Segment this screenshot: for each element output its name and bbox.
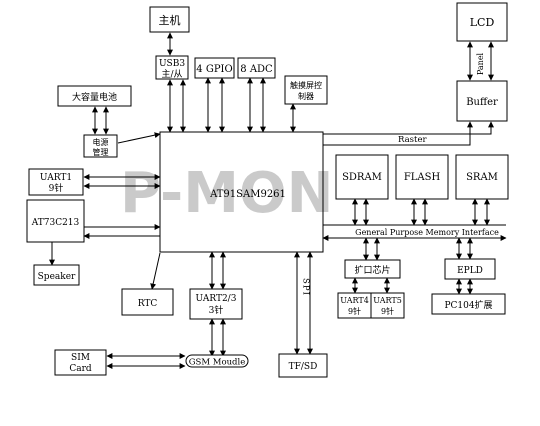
battery-block: 大容量电池 (57, 85, 132, 107)
touch-controller-block: 触摸屏控 制器 (284, 75, 328, 105)
expander-label: 扩口芯片 (354, 264, 390, 276)
gsm-module-block: GSM Moudle (185, 354, 249, 368)
sim-card-block: SIM Card (54, 349, 107, 376)
sdram-block: SDRAM (335, 154, 389, 200)
battery-label: 大容量电池 (72, 91, 117, 103)
rtc-label: RTC (138, 299, 158, 309)
touch-label-2: 制器 (298, 91, 314, 101)
uart5-label: UART5 (373, 296, 402, 305)
uart4-block: UART4 9针 (337, 292, 372, 319)
pc104-label: PC104扩展 (444, 299, 492, 311)
gpio-label: 4 GPIO (196, 64, 232, 75)
cpu-rtc-link (150, 252, 161, 290)
codec-block: AT73C213 (26, 199, 85, 243)
pc104-block: PC104扩展 (431, 293, 506, 315)
watermark: P-MON (120, 161, 334, 226)
gpio-block: 4 GPIO (194, 57, 235, 79)
power-label: 电源 (93, 137, 109, 147)
sim-label-2: Card (69, 364, 92, 374)
uart1-label-2: 9针 (49, 182, 64, 194)
sram-block: SRAM (455, 154, 509, 200)
power-management-block: 电源 管理 (83, 134, 118, 158)
gsm-label: GSM Moudle (189, 358, 246, 368)
raster-link-a (323, 121, 473, 146)
power-cpu-link (117, 132, 161, 144)
power-label-2: 管理 (93, 147, 109, 157)
adc-label: 8 ADC (240, 64, 273, 75)
speaker-block: Speaker (33, 264, 80, 286)
connections (49, 32, 507, 369)
memory-bus-label: General Purpose Memory Interface (355, 228, 499, 237)
lcd-label: LCD (470, 16, 495, 29)
uart1-block: UART1 9针 (28, 168, 84, 196)
spi-label: SPI (301, 278, 311, 296)
buffer-block: Buffer (456, 80, 508, 122)
sdram-label: SDRAM (342, 172, 382, 183)
blocks: 主机 USB3 主/从 4 GPIO 8 ADC 触摸屏控 制器 LCD Buf… (26, 2, 509, 378)
uart4-label-2: 9针 (348, 306, 361, 316)
flash-block: FLASH (395, 154, 449, 200)
epld-block: EPLD (444, 258, 496, 280)
lcd-block: LCD (456, 2, 508, 42)
adc-block: 8 ADC (237, 57, 276, 79)
usb-label-2: 主/从 (161, 68, 182, 80)
buffer-label: Buffer (466, 97, 498, 108)
uart4-label: UART4 (340, 296, 369, 305)
cpu-label: AT91SAM9261 (209, 189, 286, 200)
uart23-label: UART2/3 (196, 294, 237, 304)
rtc-block: RTC (121, 288, 174, 316)
usb-label: USB3 (159, 59, 185, 69)
tfsd-label: TF/SD (289, 362, 318, 372)
codec-label: AT73C213 (31, 218, 80, 228)
raster-link-b (323, 121, 494, 135)
uart23-label-2: 3针 (209, 304, 224, 316)
uart23-block: UART2/3 3针 (189, 288, 243, 320)
touch-label: 触摸屏控 (290, 80, 322, 90)
watermark-text: P-MON (120, 161, 334, 226)
speaker-label: Speaker (38, 272, 76, 282)
host-block: 主机 (149, 6, 190, 33)
panel-label: Panel (476, 52, 485, 75)
uart1-label: UART1 (40, 173, 72, 183)
uart5-label-2: 9针 (381, 306, 394, 316)
host-label: 主机 (159, 13, 181, 27)
expander-block: 扩口芯片 (344, 259, 401, 279)
cpu-block: AT91SAM9261 (159, 131, 324, 253)
tfsd-block: TF/SD (278, 353, 328, 378)
epld-label: EPLD (457, 266, 483, 276)
sim-label: SIM (71, 353, 90, 363)
bus-labels: Raster Panel General Purpose Memory Inte… (301, 52, 500, 296)
flash-label: FLASH (404, 172, 441, 183)
uart5-block: UART5 9针 (370, 292, 405, 319)
raster-label: Raster (398, 135, 427, 145)
usb-block: USB3 主/从 (155, 55, 189, 80)
sram-label: SRAM (466, 172, 498, 183)
